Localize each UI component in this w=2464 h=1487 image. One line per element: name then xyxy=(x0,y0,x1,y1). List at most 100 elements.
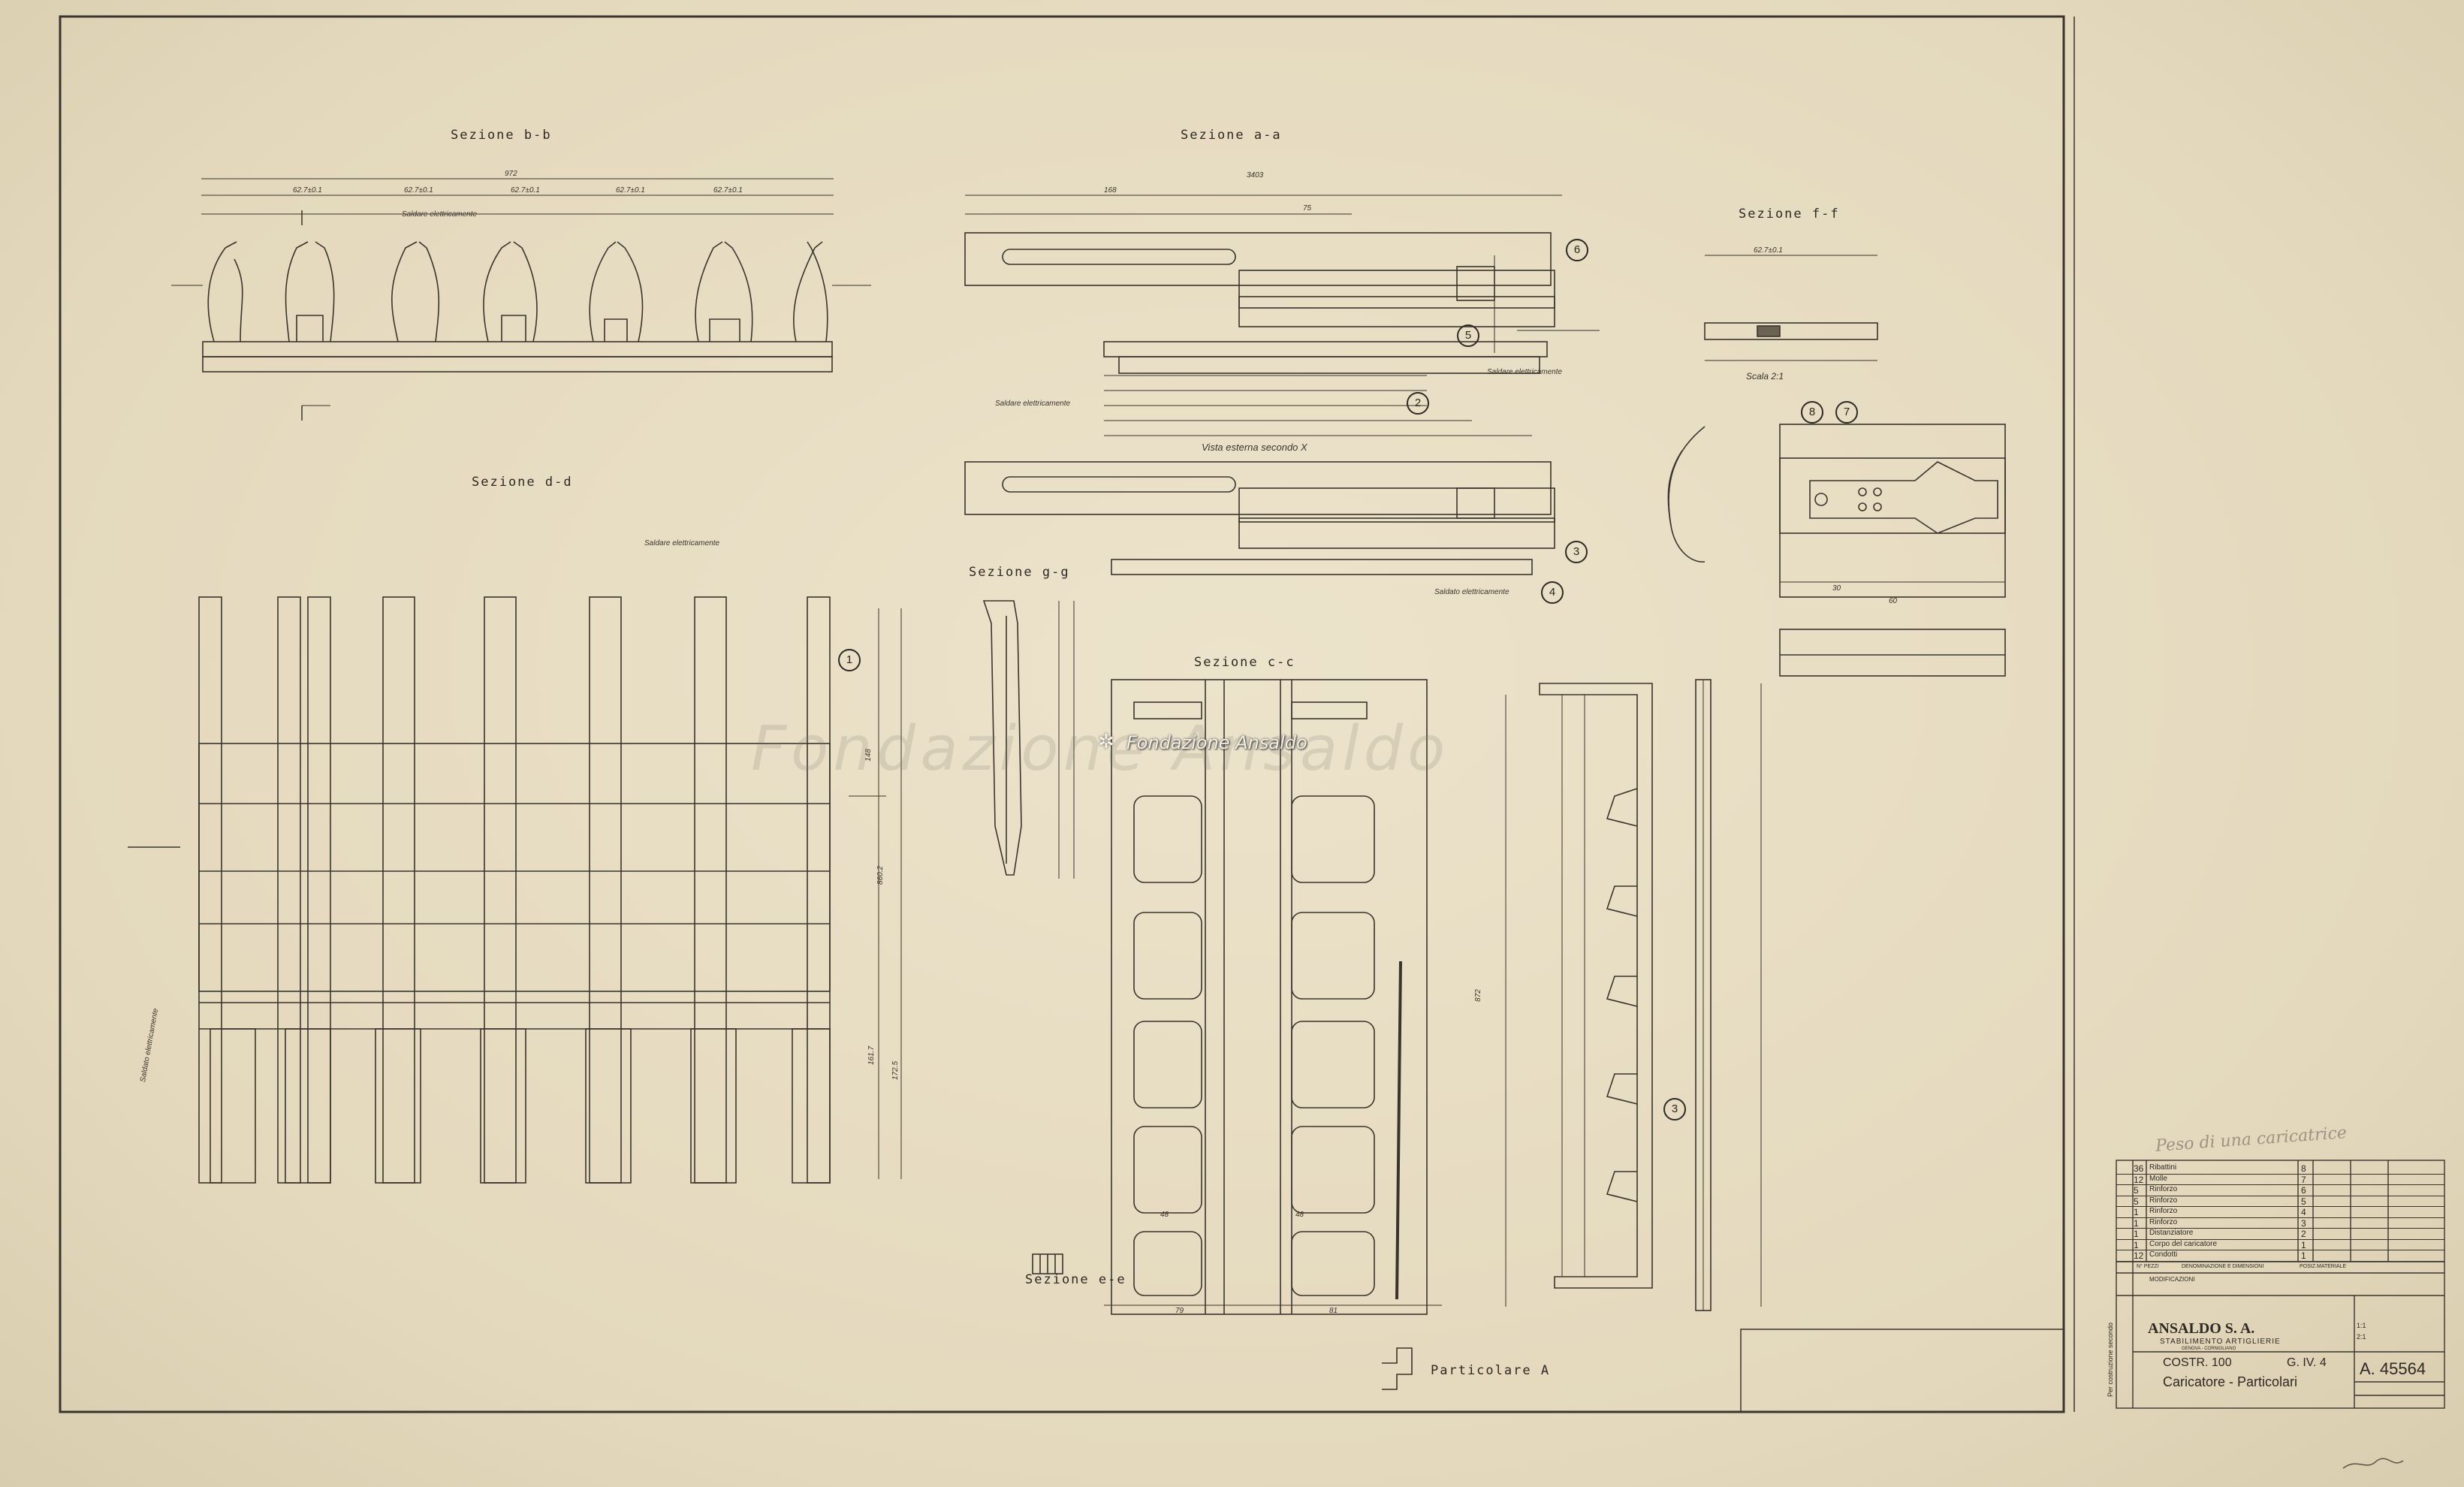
dim-60: 60 xyxy=(1889,597,1898,605)
callout-5: 5 xyxy=(1457,324,1479,347)
scale-value-2: 2:1 xyxy=(2357,1333,2366,1341)
parts-row-qty: 1 xyxy=(2134,1239,2139,1250)
callout-8: 8 xyxy=(1801,401,1823,424)
weld-note-bb: Saldare elettricamente xyxy=(402,210,478,219)
callout-7: 7 xyxy=(1835,401,1858,424)
parts-row-qty: 5 xyxy=(2134,1196,2139,1207)
dim-30: 30 xyxy=(1832,584,1841,593)
modifications-label: MODIFICAZIONI xyxy=(2149,1276,2195,1283)
weld-note-vista: Saldato elettricamente xyxy=(1434,588,1509,596)
weld-note-aa: Saldare elettricamente xyxy=(995,400,1071,408)
company-location: GENOVA - CORNIGLIANO xyxy=(2182,1347,2236,1351)
dim-75: 75 xyxy=(1303,204,1312,213)
callout-3: 3 xyxy=(1565,541,1588,563)
section-bb-title: Sezione b-b xyxy=(451,128,552,143)
company-division: STABILIMENTO ARTIGLIERIE xyxy=(2160,1338,2281,1346)
watermark-large: Fondazione Ansaldo xyxy=(751,713,1450,785)
weld-note-dd: Saldare elettricamente xyxy=(644,539,720,547)
parts-row-qty: 12 xyxy=(2134,1250,2144,1261)
parts-row-name: Condotti xyxy=(2149,1250,2178,1259)
parts-row-pos: 1 xyxy=(2301,1239,2306,1250)
parts-row-divider xyxy=(2116,1260,2444,1262)
dim-pitch-1: 62.7±0.1 xyxy=(293,186,322,195)
dim-79: 79 xyxy=(1175,1307,1184,1315)
watermark-small: Fondazione Ansaldo xyxy=(1126,732,1307,753)
scale-note: Scala 2:1 xyxy=(1746,371,1784,382)
parts-row-name: Rinforzo xyxy=(2149,1207,2178,1215)
section-ff-view xyxy=(1667,255,2006,677)
parts-row-name: Distanziatore xyxy=(2149,1229,2194,1237)
section-dd-title: Sezione d-d xyxy=(472,475,573,490)
parts-row-name: Corpo del caricatore xyxy=(2149,1239,2218,1248)
side-text: Per costruzione secondo xyxy=(2107,1322,2114,1397)
parts-row-pos: 7 xyxy=(2301,1174,2306,1185)
section-cc-view xyxy=(1032,679,1762,1390)
parts-row-divider xyxy=(2116,1228,2444,1229)
dim-168: 168 xyxy=(1104,186,1117,195)
callout-1: 1 xyxy=(838,649,861,671)
parts-row-pos: 3 xyxy=(2301,1217,2306,1229)
section-ee-title: Sezione e-e xyxy=(1025,1272,1126,1287)
callout-6: 6 xyxy=(1566,239,1588,261)
group-code: G. IV. 4 xyxy=(2287,1356,2327,1369)
parts-header-desc: DENOMINAZIONE E DIMENSIONI xyxy=(2182,1264,2264,1269)
parts-row-divider xyxy=(2116,1184,2444,1185)
parts-row-divider xyxy=(2116,1206,2444,1207)
section-aa-title: Sezione a-a xyxy=(1181,128,1282,143)
dim-48a: 48 xyxy=(1160,1211,1169,1219)
company-name: ANSALDO S. A. xyxy=(2148,1320,2255,1337)
parts-row-name: Rinforzo xyxy=(2149,1196,2178,1205)
parts-row-name: Rinforzo xyxy=(2149,1185,2178,1193)
dim-pitch-2: 62.7±0.1 xyxy=(404,186,433,195)
section-ff-title: Sezione f-f xyxy=(1739,207,1840,222)
section-dd-view xyxy=(128,596,902,1184)
callout-4: 4 xyxy=(1541,581,1564,604)
callout-2: 2 xyxy=(1407,392,1429,415)
section-gg-title: Sezione g-g xyxy=(969,565,1070,580)
dim-860: 860.2 xyxy=(876,865,885,885)
dim-pitch-5: 62.7±0.1 xyxy=(713,186,743,195)
dim-pitch-3: 62.7±0.1 xyxy=(511,186,540,195)
parts-row-qty: 1 xyxy=(2134,1207,2139,1217)
parts-row-divider xyxy=(2116,1238,2444,1240)
dim-pitch-4: 62.7±0.1 xyxy=(616,186,645,195)
weld-note-aa2: Saldare elettricamente xyxy=(1487,368,1563,376)
parts-row-qty: 36 xyxy=(2134,1163,2144,1174)
parts-header-mat: MATERIALE xyxy=(2317,1264,2347,1269)
dim-1725: 172.5 xyxy=(891,1060,900,1081)
parts-row-qty: 5 xyxy=(2134,1185,2139,1196)
parts-row-pos: 2 xyxy=(2301,1229,2306,1239)
dim-total-bb: 972 xyxy=(505,170,517,178)
vista-x-label: Vista esterna secondo X xyxy=(1202,442,1307,453)
scale-value: 1:1 xyxy=(2357,1322,2366,1329)
watermark-logo-icon: ✲ xyxy=(1098,730,1114,753)
parts-row-pos: 6 xyxy=(2301,1185,2306,1196)
drawing-title: Caricatore - Particolari xyxy=(2163,1374,2298,1389)
parts-row-divider xyxy=(2116,1173,2444,1175)
drawing-number: A. 45564 xyxy=(2360,1359,2426,1378)
section-aa-view xyxy=(964,195,1600,575)
parts-row-pos: 1 xyxy=(2301,1250,2306,1261)
particolare-a-label: Particolare A xyxy=(1431,1363,1551,1378)
callout-3b: 3 xyxy=(1663,1098,1686,1121)
section-cc-title: Sezione c-c xyxy=(1194,655,1295,670)
parts-row-pos: 4 xyxy=(2301,1207,2306,1217)
parts-row-divider xyxy=(2116,1217,2444,1218)
section-bb-view xyxy=(171,178,871,421)
parts-row-name: Rinforzo xyxy=(2149,1217,2178,1226)
dim-pitch-ff: 62.7±0.1 xyxy=(1754,246,1783,255)
dim-total-aa: 3403 xyxy=(1247,171,1264,179)
title-block-frame xyxy=(2116,1160,2445,1409)
parts-row-name: Ribattini xyxy=(2149,1163,2177,1172)
dim-48b: 48 xyxy=(1295,1211,1304,1219)
parts-header-qty: N° PEZZI xyxy=(2137,1264,2159,1269)
parts-row-qty: 1 xyxy=(2134,1217,2139,1229)
section-gg-view xyxy=(982,600,1075,879)
parts-header-pos: POSIZ. xyxy=(2300,1264,2317,1269)
parts-row-name: Molle xyxy=(2149,1174,2167,1183)
dim-81: 81 xyxy=(1329,1307,1338,1315)
dim-872: 872 xyxy=(1473,989,1482,1002)
dim-1617: 161.7 xyxy=(867,1045,876,1066)
parts-row-pos: 8 xyxy=(2301,1163,2306,1174)
